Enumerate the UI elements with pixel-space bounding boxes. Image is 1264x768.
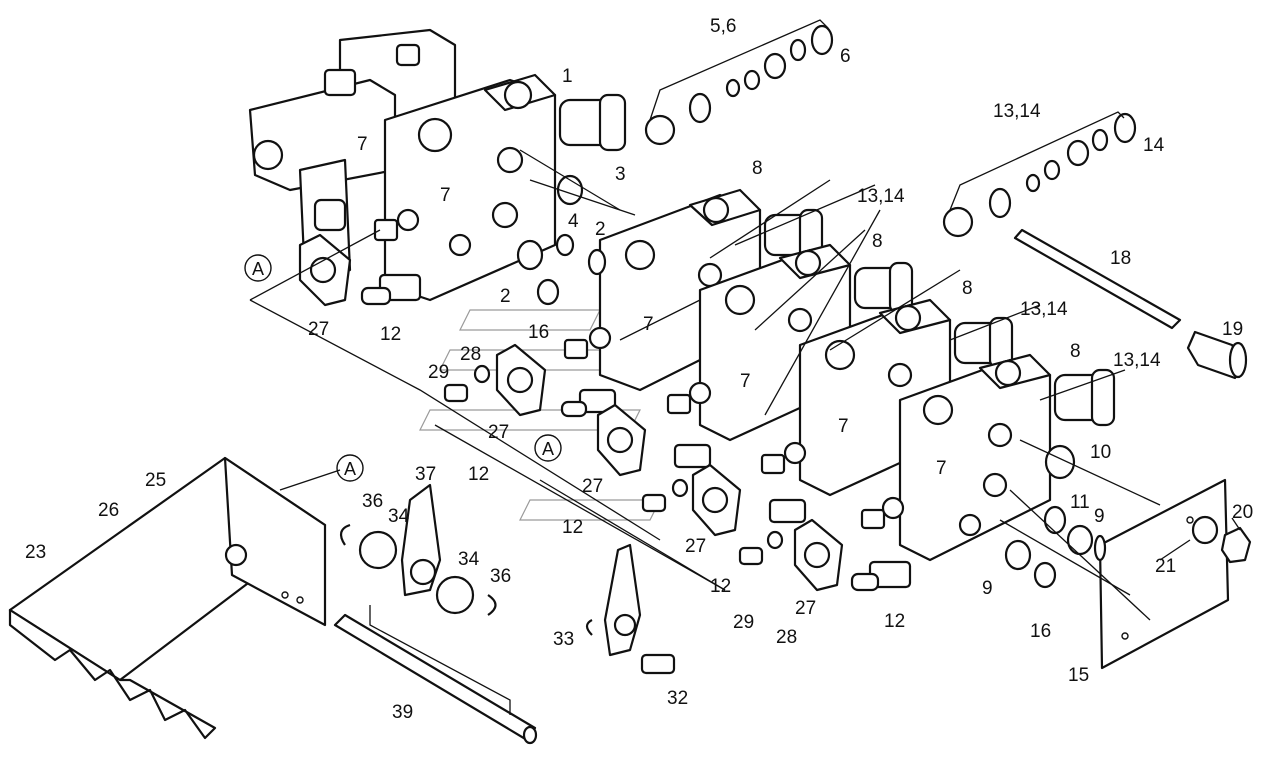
- part-label: 28: [776, 627, 797, 648]
- part-label: 28: [460, 344, 481, 365]
- part-label: 12: [884, 611, 905, 632]
- part-label: 27: [488, 422, 509, 443]
- section-marker-a-3: A: [336, 454, 364, 482]
- part-label: 8: [752, 158, 763, 179]
- part-label: 34: [458, 549, 480, 570]
- part-label: 1: [562, 66, 573, 87]
- section-marker-a-2: A: [534, 434, 562, 462]
- leader-lines: [249, 149, 1241, 621]
- part-label: 25: [145, 470, 166, 491]
- part-label: 7: [643, 314, 654, 335]
- part-label: 9: [982, 578, 993, 599]
- part-label: 8: [1070, 341, 1081, 362]
- part-label: 23: [25, 542, 46, 563]
- part-label: 13,14: [1020, 299, 1068, 320]
- part-label: 5,6: [710, 16, 736, 37]
- part-label: 12: [562, 517, 583, 538]
- part-label: 37: [415, 464, 436, 485]
- nut-and-washer: [1191, 515, 1252, 564]
- part-label: 15: [1068, 665, 1089, 686]
- part-label: 7: [357, 134, 368, 155]
- part-label: 8: [872, 231, 883, 252]
- part-label: 18: [1110, 248, 1131, 269]
- valve-section-5: [850, 353, 1116, 592]
- part-label: 8: [962, 278, 973, 299]
- part-label: 13,14: [1113, 350, 1161, 371]
- part-label: 7: [936, 458, 947, 479]
- part-label: 11: [1070, 492, 1090, 513]
- part-label: 6: [840, 46, 851, 67]
- part-label: 27: [582, 476, 603, 497]
- part-labels: 1 5,6 6 7 3 8 13,14 14 7 4 2 13,14 8 18 …: [25, 16, 1253, 723]
- part-label: 16: [528, 322, 549, 343]
- flange-covers: [298, 233, 844, 592]
- marker-label: A: [252, 259, 264, 279]
- part-label: 12: [380, 324, 401, 345]
- marker-label: A: [344, 459, 356, 479]
- relief-valve-parts-top: [644, 19, 834, 146]
- part-label: 7: [740, 371, 751, 392]
- part-label: 3: [615, 164, 626, 185]
- part-label: 9: [1094, 506, 1105, 527]
- part-label: 39: [392, 702, 413, 723]
- part-label: 19: [1222, 319, 1243, 340]
- part-label: 13,14: [993, 101, 1041, 122]
- part-label: 29: [428, 362, 449, 383]
- part-label: 4: [568, 211, 579, 232]
- part-label: 14: [1143, 135, 1165, 156]
- part-label: 16: [1030, 621, 1051, 642]
- part-label: 7: [838, 416, 849, 437]
- part-label: 20: [1232, 502, 1253, 523]
- part-label: 12: [468, 464, 489, 485]
- relief-valve-parts-right: [942, 111, 1137, 238]
- valve-section-1: [360, 73, 627, 306]
- marker-label: A: [542, 439, 554, 459]
- section-marker-a-1: A: [244, 254, 272, 282]
- part-label: 21: [1155, 556, 1176, 577]
- part-label: 2: [500, 286, 511, 307]
- part-label: 26: [98, 500, 119, 521]
- part-label: 36: [490, 566, 511, 587]
- part-label: 27: [795, 598, 816, 619]
- part-label: 32: [667, 688, 688, 709]
- part-label: 29: [733, 612, 754, 633]
- part-label: 10: [1090, 442, 1111, 463]
- part-label: 27: [685, 536, 706, 557]
- part-label: 2: [595, 219, 606, 240]
- part-label: 33: [553, 629, 574, 650]
- part-label: 13,14: [857, 186, 905, 207]
- lever-shaft-assembly: [333, 483, 676, 745]
- part-label: 27: [308, 319, 329, 340]
- part-label: 7: [440, 185, 451, 206]
- tie-rod: [1013, 228, 1248, 380]
- part-label: 12: [710, 576, 731, 597]
- part-label: 34: [388, 506, 410, 527]
- part-label: 36: [362, 491, 383, 512]
- pedal-bracket: [8, 456, 327, 740]
